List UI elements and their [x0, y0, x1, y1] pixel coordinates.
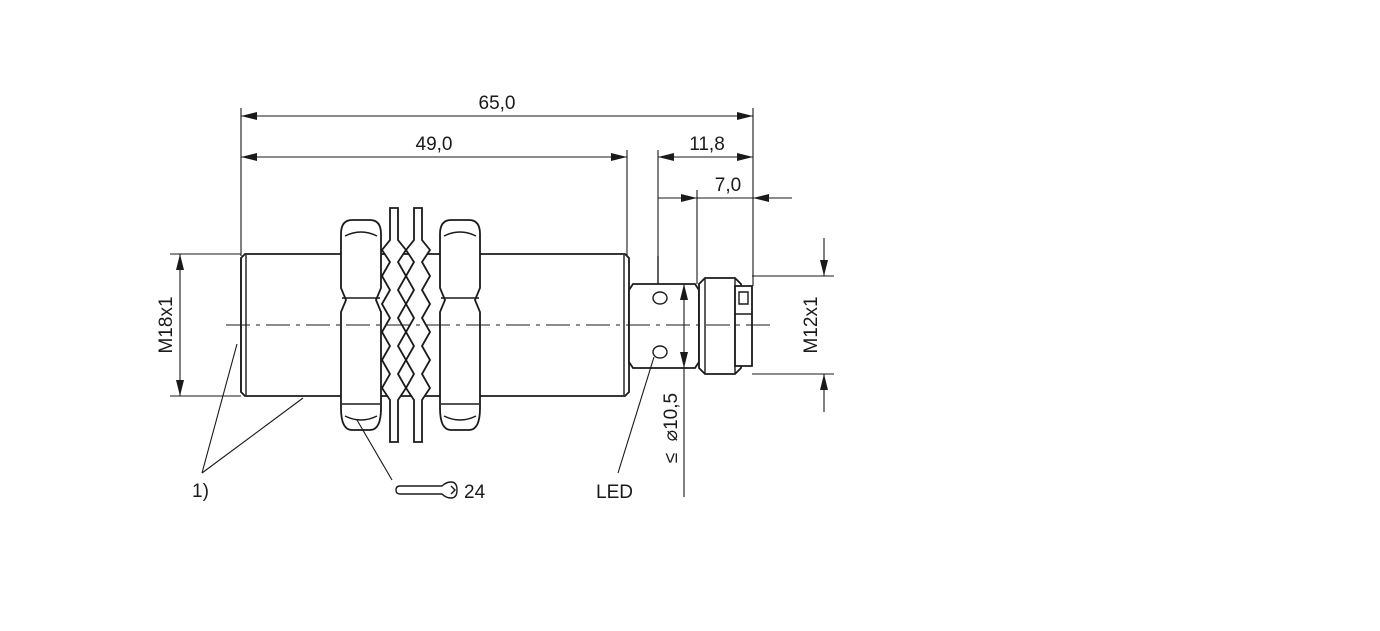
dim-connector-thread-length	[658, 190, 792, 284]
m12-connector	[698, 277, 753, 375]
leader-led	[617, 356, 655, 474]
dim-connector-thread	[752, 238, 834, 412]
dim-connector-length	[657, 150, 753, 256]
dim-thread-length-label: 49,0	[416, 134, 453, 155]
dim-connector-thread-length-label: 7,0	[715, 175, 741, 196]
leader-note	[201, 343, 304, 474]
dim-connector-length-label: 11,8	[689, 134, 725, 155]
leader-wrench	[356, 419, 393, 481]
dim-housing-thread	[170, 253, 241, 397]
led-diameter-value: ⌀10,5	[661, 393, 682, 441]
dim-led-diameter-label: ≤ ⌀10,5	[661, 393, 682, 463]
led-section	[628, 256, 700, 369]
wrench-size-label: 24	[464, 482, 486, 503]
led-indicator-bottom	[652, 345, 668, 359]
led-diameter-prefix: ≤	[661, 453, 682, 463]
dim-led-diameter	[680, 284, 688, 497]
note-reference-label: 1)	[192, 481, 209, 502]
dim-connector-thread-label: M12x1	[801, 296, 822, 353]
led-indicator-top	[652, 291, 668, 305]
dim-overall-length	[240, 108, 754, 286]
dim-housing-thread-label: M18x1	[156, 296, 177, 353]
led-label: LED	[596, 482, 633, 503]
wrench-icon	[395, 481, 458, 499]
dim-thread-length	[241, 150, 628, 256]
dim-overall-length-label: 65,0	[479, 93, 516, 114]
